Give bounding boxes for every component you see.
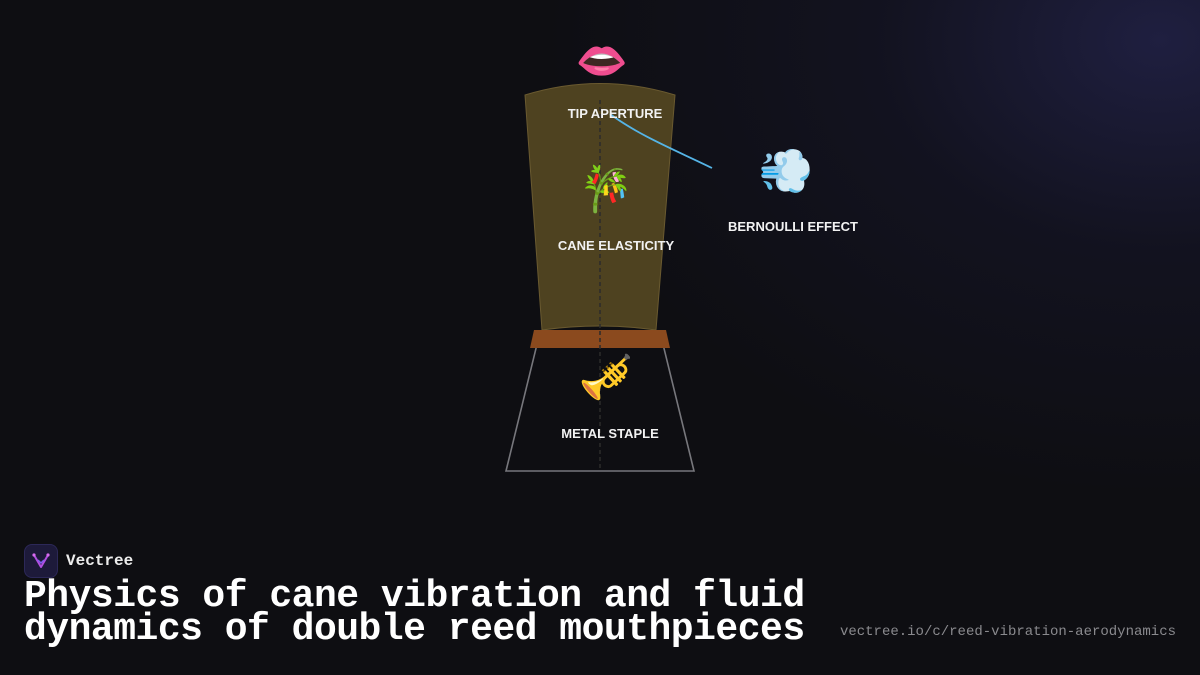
title-line-1: Physics of cane vibration and fluid <box>24 575 805 618</box>
metal-staple-label: METAL STAPLE <box>561 426 659 441</box>
cane-elasticity-label: CANE ELASTICITY <box>557 238 675 253</box>
bernoulli-connector <box>609 113 713 169</box>
bamboo-icon: 🎋 <box>578 164 634 215</box>
brand: Vectree <box>24 544 133 578</box>
brand-name: Vectree <box>66 552 134 570</box>
source-url: vectree.io/c/reed-vibration-aerodynamics <box>839 624 1176 640</box>
trumpet-icon: 🎺 <box>578 352 634 403</box>
wind-gust-icon: 💨 <box>758 146 814 197</box>
vectree-logo-icon <box>24 544 58 578</box>
bernoulli-effect-label: BERNOULLI EFFECT <box>728 219 858 234</box>
tip-aperture-label: TIP APERTURE <box>567 106 663 121</box>
lips-icon: 👄 <box>575 36 629 85</box>
page-title: Physics of cane vibration and fluid dyna… <box>24 578 824 649</box>
title-line-2: dynamics of double reed mouthpieces <box>24 608 805 651</box>
